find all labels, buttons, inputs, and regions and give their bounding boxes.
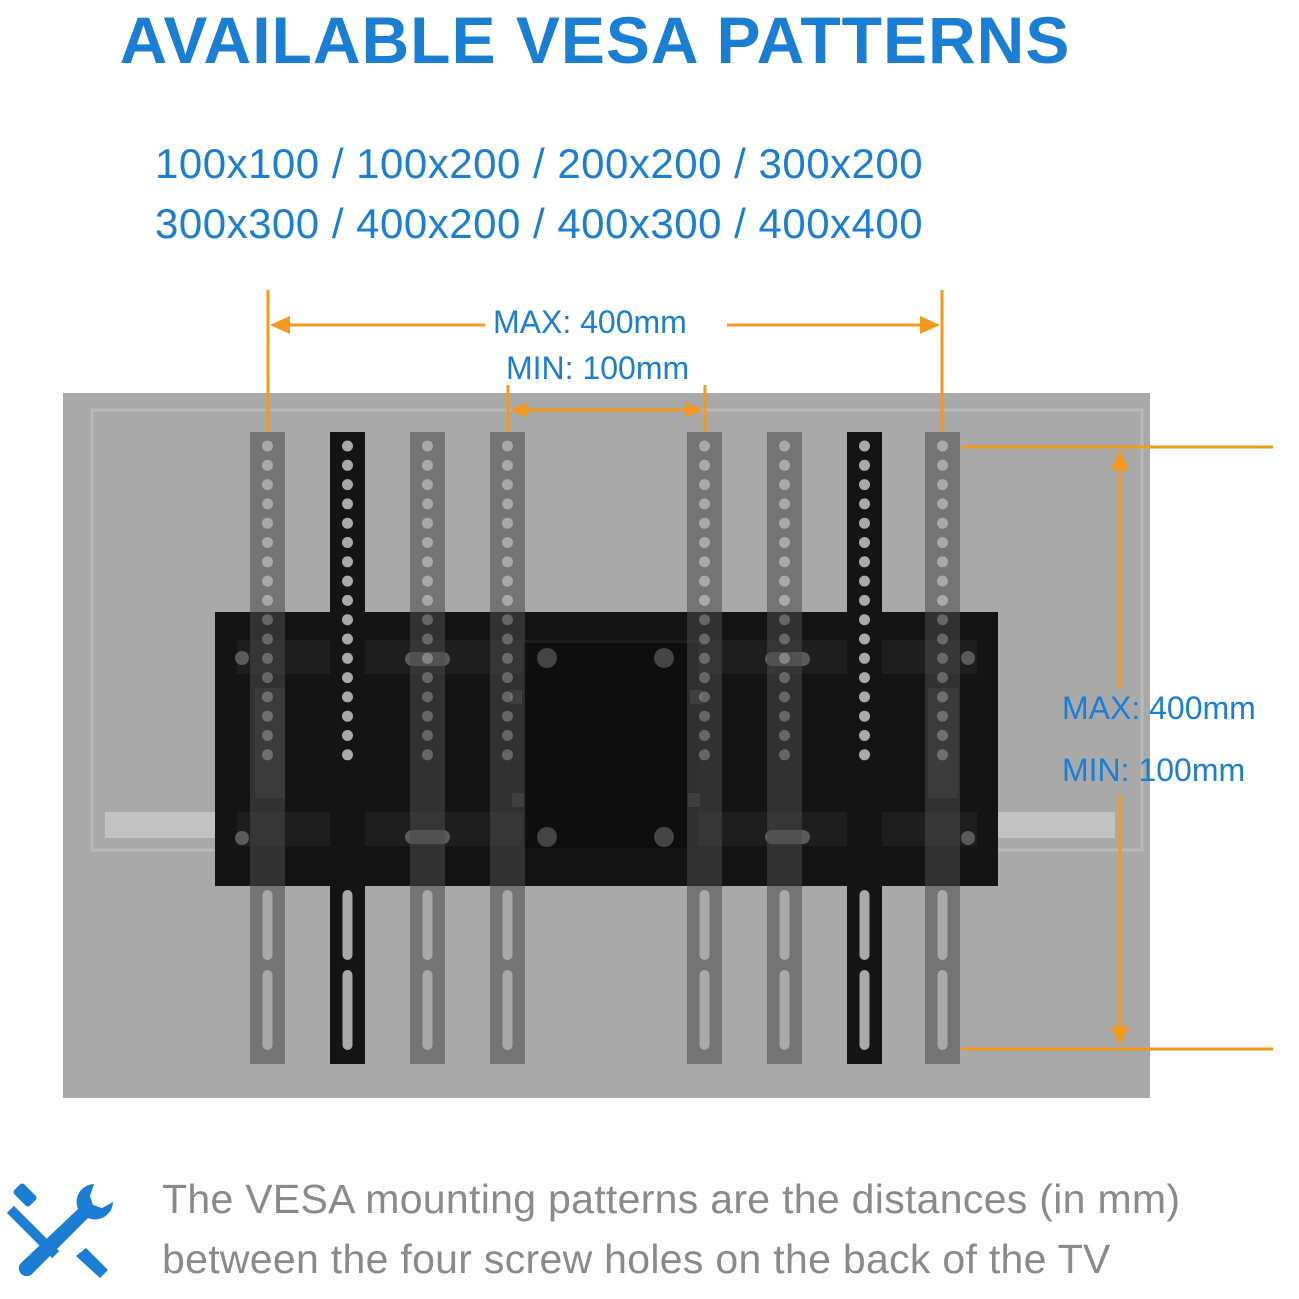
mounting-arm: [410, 432, 445, 1064]
horizontal-max-label: MAX: 400mm: [493, 304, 687, 340]
vertical-arms: [250, 432, 960, 1064]
vertical-max-dimension: [962, 445, 1273, 1051]
mounting-arm: [925, 432, 960, 1064]
mounting-arm: [767, 432, 802, 1064]
horizontal-max-dimension: [266, 290, 944, 432]
wrench-screwdriver-icon: [6, 1183, 113, 1278]
horizontal-min-label: MIN: 100mm: [506, 350, 690, 386]
vertical-max-label: MAX: 400mm: [1062, 690, 1256, 726]
mounting-arm: [490, 432, 525, 1064]
caption-line-1: The VESA mounting patterns are the dista…: [162, 1176, 1181, 1222]
vesa-patterns-row-2: 300x300 / 400x200 / 400x300 / 400x400: [155, 200, 924, 247]
mounting-arm: [330, 432, 365, 1064]
mounting-arm: [687, 432, 722, 1064]
vesa-patterns-row-1: 100x100 / 100x200 / 200x200 / 300x200: [155, 140, 924, 187]
center-plate: [523, 643, 698, 848]
horizontal-min-dimension: [506, 385, 707, 432]
mounting-arm: [847, 432, 882, 1064]
vertical-min-label: MIN: 100mm: [1062, 752, 1246, 788]
mounting-arm: [250, 432, 285, 1064]
caption-line-2: between the four screw holes on the back…: [162, 1236, 1111, 1282]
page-title: AVAILABLE VESA PATTERNS: [119, 3, 1071, 77]
